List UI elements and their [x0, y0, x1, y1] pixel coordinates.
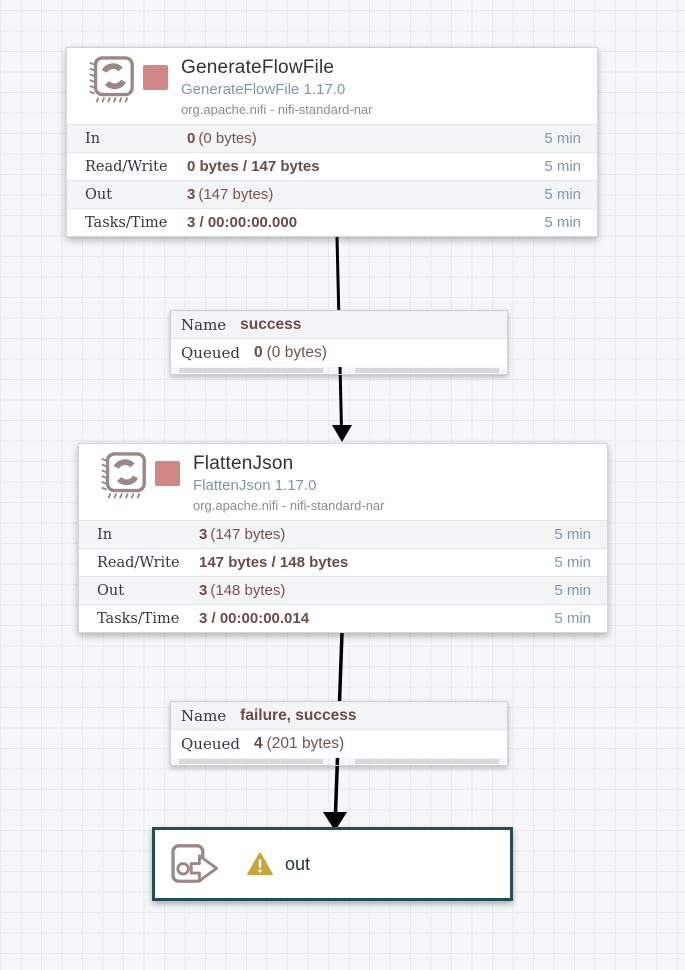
connection-name-value: failure, success — [240, 706, 357, 724]
stat-window: 5 min — [554, 554, 591, 571]
stat-value: 147 bytes / 148 bytes — [199, 554, 349, 571]
processor-flattenjson[interactable]: FlattenJson FlattenJson 1.17.0 org.apach… — [78, 443, 608, 633]
stat-value: 3 / 00:00:00.014 — [199, 610, 310, 627]
port-name: out — [285, 853, 311, 874]
stat-row-readwrite: Read/Write 0 bytes / 147 bytes 5 min — [67, 152, 597, 180]
processor-stats: In 0(0 bytes) 5 min Read/Write 0 bytes /… — [67, 124, 597, 236]
stat-label: Tasks/Time — [85, 214, 168, 231]
connection-queued-count: 0 — [253, 344, 263, 361]
processor-generateflowfile[interactable]: GenerateFlowFile GenerateFlowFile 1.17.0… — [66, 47, 598, 237]
stat-label: Tasks/Time — [97, 610, 180, 627]
stat-label: Read/Write — [85, 158, 168, 175]
stat-row-in: In 3(147 bytes) 5 min — [79, 520, 607, 548]
processor-icon — [89, 56, 134, 103]
connection-label-failure-success[interactable]: Name failure, success Queued 4 (201 byte… — [170, 701, 508, 766]
processor-stats: In 3(147 bytes) 5 min Read/Write 147 byt… — [79, 520, 607, 632]
processor-header: FlattenJson FlattenJson 1.17.0 org.apach… — [79, 444, 607, 520]
stat-label: Read/Write — [97, 554, 180, 571]
stat-window: 5 min — [554, 526, 591, 543]
connection-name-value: success — [240, 315, 302, 333]
connection-queued-size: (201 bytes) — [266, 735, 345, 752]
processor-name: GenerateFlowFile — [181, 57, 335, 78]
queue-percent-bars — [171, 367, 507, 374]
output-port-icon — [171, 844, 219, 883]
stat-value: 0 bytes / 147 bytes — [187, 158, 320, 175]
stat-window: 5 min — [554, 610, 591, 627]
stat-label: Out — [97, 582, 125, 599]
stat-row-out: Out 3(147 bytes) 5 min — [67, 180, 597, 208]
stat-window: 5 min — [544, 214, 581, 231]
queue-size-bar — [355, 368, 499, 373]
connection-name-key: Name — [181, 315, 227, 334]
connection-label-success[interactable]: Name success Queued 0 (0 bytes) — [170, 310, 508, 375]
stat-window: 5 min — [554, 582, 591, 599]
stat-row-tasks: Tasks/Time 3 / 00:00:00.000 5 min — [67, 208, 597, 236]
stat-row-readwrite: Read/Write 147 bytes / 148 bytes 5 min — [79, 548, 607, 576]
processor-name: FlattenJson — [193, 453, 294, 474]
stat-window: 5 min — [544, 130, 581, 147]
connection-name-key: Name — [181, 706, 227, 725]
stat-value: 0(0 bytes) — [187, 130, 257, 147]
stat-window: 5 min — [544, 186, 581, 203]
processor-icon — [101, 452, 146, 499]
output-port-out[interactable]: out — [152, 827, 513, 901]
stopped-state-icon — [155, 461, 180, 486]
queue-size-bar — [355, 759, 499, 764]
stat-label: In — [85, 130, 101, 147]
stat-row-tasks: Tasks/Time 3 / 00:00:00.014 5 min — [79, 604, 607, 632]
connection-queued-key: Queued — [181, 735, 240, 753]
stat-row-out: Out 3(148 bytes) 5 min — [79, 576, 607, 604]
connection-queued-key: Queued — [181, 344, 240, 362]
processor-bundle: org.apache.nifi - nifi-standard-nar — [181, 102, 373, 117]
stat-row-in: In 0(0 bytes) 5 min — [67, 124, 597, 152]
queue-count-bar — [179, 368, 323, 373]
stopped-state-icon — [143, 65, 168, 90]
queue-percent-bars — [171, 758, 507, 765]
processor-bundle: org.apache.nifi - nifi-standard-nar — [193, 498, 385, 513]
stat-window: 5 min — [544, 158, 581, 175]
stat-value: 3(147 bytes) — [187, 186, 274, 203]
processor-version: FlattenJson 1.17.0 — [193, 477, 317, 494]
processor-version: GenerateFlowFile 1.17.0 — [181, 81, 346, 98]
connection-queued-size: (0 bytes) — [266, 344, 327, 361]
stat-value: 3(148 bytes) — [199, 582, 286, 599]
stat-value: 3 / 00:00:00.000 — [187, 214, 298, 231]
queue-count-bar — [179, 759, 323, 764]
stat-label: Out — [85, 186, 113, 203]
stat-label: In — [97, 526, 113, 543]
processor-header: GenerateFlowFile GenerateFlowFile 1.17.0… — [67, 48, 597, 124]
stat-value: 3(147 bytes) — [199, 526, 286, 543]
warning-icon — [247, 852, 273, 876]
connection-queued-count: 4 — [253, 735, 263, 752]
